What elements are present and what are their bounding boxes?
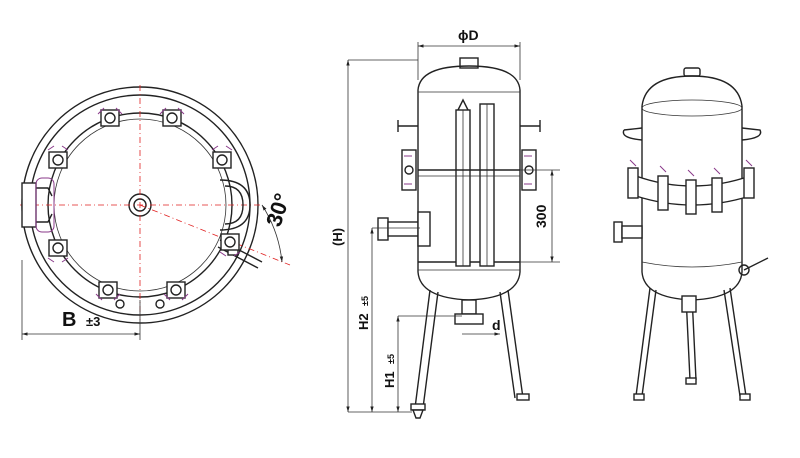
right-handle bbox=[219, 179, 251, 231]
height-label: (H) bbox=[330, 228, 345, 246]
bottom-head bbox=[417, 271, 521, 301]
iso-inlet bbox=[621, 225, 643, 239]
diameter-label: ϕD bbox=[458, 27, 479, 43]
h1-tolerance: ±5 bbox=[386, 354, 396, 364]
section-left-clamp bbox=[397, 120, 418, 191]
left-handle bbox=[21, 177, 55, 233]
bottom-outlet bbox=[454, 299, 484, 325]
iso-top-nozzle bbox=[683, 67, 701, 77]
b-tolerance: ±3 bbox=[86, 314, 100, 329]
section-right-clamp bbox=[520, 120, 541, 191]
iso-clamps bbox=[627, 159, 755, 215]
d-label: d bbox=[492, 317, 501, 333]
top-head bbox=[417, 65, 521, 91]
isometric-view bbox=[613, 67, 769, 401]
angle-arc bbox=[261, 204, 284, 263]
section-view: ϕD bbox=[330, 27, 560, 419]
flange-clamps bbox=[47, 107, 241, 301]
dim-300-label: 300 bbox=[533, 204, 549, 228]
h1-label: H1 bbox=[382, 371, 397, 388]
h2-tolerance: ±5 bbox=[360, 296, 370, 306]
iso-legs bbox=[633, 287, 751, 401]
top-view: 30° B ±3 bbox=[20, 85, 295, 340]
inlet-nozzle bbox=[377, 211, 431, 247]
section-legs bbox=[410, 289, 530, 419]
angle-label: 30° bbox=[261, 190, 295, 229]
h2-label: H2 bbox=[356, 313, 371, 330]
b-label: B bbox=[62, 309, 76, 331]
